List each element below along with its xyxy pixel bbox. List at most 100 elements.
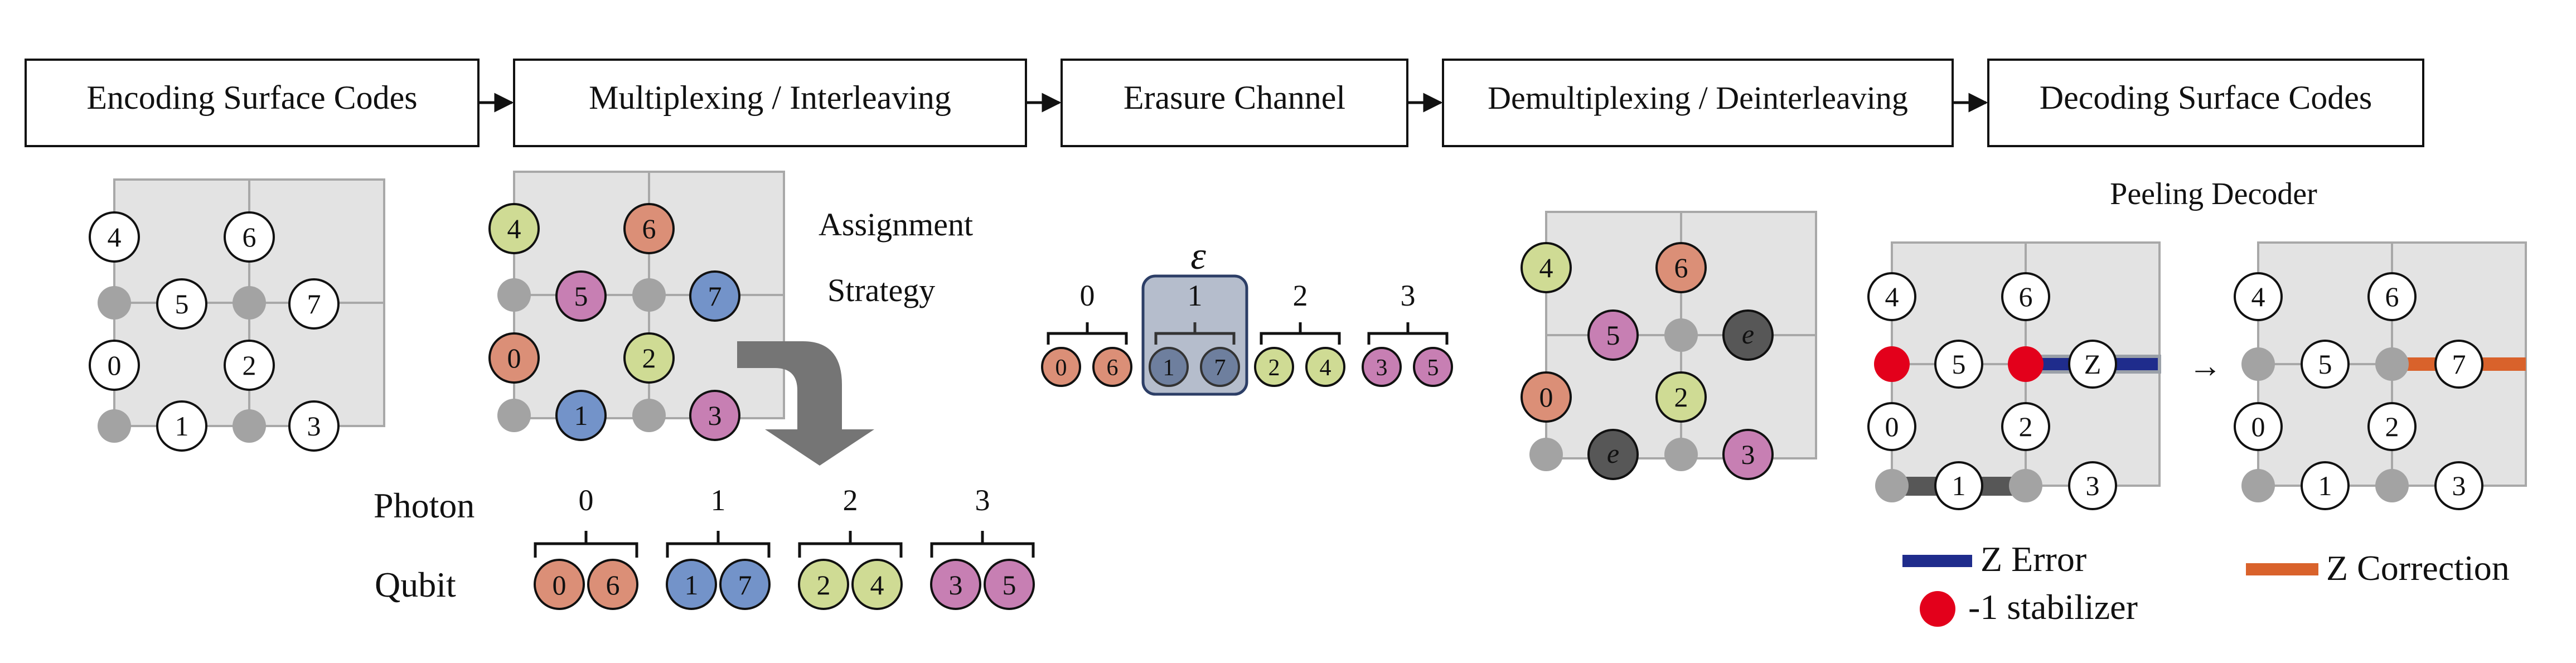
ancilla-node bbox=[98, 409, 131, 443]
qubit-0: 0 bbox=[1867, 402, 1916, 451]
qubit-6 bbox=[587, 559, 638, 610]
ancilla-node bbox=[1529, 438, 1563, 471]
qubit-4: 4 bbox=[488, 203, 540, 254]
svg-text:2: 2 bbox=[642, 342, 656, 374]
photon-index: 2 bbox=[843, 483, 858, 517]
qubit-label: 1 bbox=[1163, 355, 1175, 381]
qubit-5 bbox=[984, 559, 1035, 610]
qubit-6: 6 bbox=[2367, 272, 2417, 321]
ancilla-node bbox=[632, 399, 666, 432]
stage-demultiplexing: Demultiplexing / Deinterleaving bbox=[1442, 59, 1954, 147]
ancilla-node bbox=[1664, 438, 1698, 471]
ancilla-node bbox=[497, 278, 531, 312]
qubit-2 bbox=[1254, 347, 1294, 387]
svg-text:6: 6 bbox=[2385, 281, 2399, 312]
qubit-4: 4 bbox=[89, 211, 140, 263]
group-bracket bbox=[666, 531, 771, 558]
qubit-7: 7 bbox=[689, 270, 740, 322]
ancilla-node bbox=[2241, 347, 2275, 381]
multiplexing-lattice: 4 6 5 7 0 2 1 3 bbox=[488, 171, 785, 441]
z-error-swatch bbox=[1902, 555, 1972, 567]
qubit-label: 3 bbox=[949, 569, 963, 601]
ancilla-node bbox=[98, 286, 131, 320]
ancilla-node bbox=[2375, 469, 2409, 502]
svg-text:5: 5 bbox=[1952, 349, 1966, 380]
qubit-label: 4 bbox=[1320, 355, 1331, 381]
qubit-7-erased bbox=[1200, 347, 1240, 387]
legend-stabilizer: -1 stabilizer bbox=[1968, 587, 2138, 627]
group-bracket bbox=[930, 531, 1035, 558]
qubit-4: 4 bbox=[2234, 272, 2283, 321]
stage-encoding: Encoding Surface Codes bbox=[25, 59, 480, 147]
qubit-3: 3 bbox=[689, 390, 740, 441]
svg-text:7: 7 bbox=[2452, 349, 2466, 380]
qubit-1: 1 bbox=[555, 390, 607, 441]
pipeline-row: Encoding Surface Codes Multiplexing / In… bbox=[25, 59, 2424, 147]
svg-text:3: 3 bbox=[1741, 439, 1755, 470]
qubit-4: 4 bbox=[1867, 272, 1916, 321]
z-correction-swatch bbox=[2246, 563, 2318, 575]
svg-text:7: 7 bbox=[307, 288, 321, 320]
qubit-4 bbox=[1305, 347, 1345, 387]
ancilla-node bbox=[632, 278, 666, 312]
qubit-0 bbox=[1041, 347, 1081, 387]
qubit-1: 1 bbox=[156, 400, 207, 452]
svg-text:5: 5 bbox=[574, 280, 588, 312]
svg-text:0: 0 bbox=[1885, 411, 1899, 442]
qubit-5: 5 bbox=[2301, 340, 2350, 389]
svg-text:4: 4 bbox=[2251, 281, 2265, 312]
qubit-6: 6 bbox=[623, 203, 675, 254]
stabilizer-flag-icon bbox=[1874, 346, 1910, 382]
svg-text:4: 4 bbox=[108, 221, 122, 253]
qubit-label: 6 bbox=[606, 569, 620, 601]
erasure-symbol: ε bbox=[1190, 235, 1206, 278]
qubit-label: 5 bbox=[1427, 355, 1439, 381]
qubit-5 bbox=[1413, 347, 1453, 387]
svg-text:0: 0 bbox=[108, 350, 122, 381]
qubit-label: 5 bbox=[1003, 569, 1016, 601]
qubit-label: 4 bbox=[870, 569, 884, 601]
svg-text:3: 3 bbox=[708, 400, 722, 431]
erased-qubit-7: e bbox=[1722, 309, 1774, 361]
group-bracket bbox=[1367, 322, 1449, 345]
qubit-0: 0 bbox=[2234, 402, 2283, 451]
qubit-1: 1 bbox=[2301, 461, 2350, 510]
qubit-2: 2 bbox=[2367, 402, 2417, 451]
qubit-2: 2 bbox=[1655, 371, 1707, 423]
svg-text:6: 6 bbox=[1674, 252, 1688, 283]
ancilla-node bbox=[233, 286, 266, 320]
group-bracket bbox=[1047, 322, 1128, 345]
svg-text:4: 4 bbox=[1885, 281, 1899, 312]
photon-qubit-assignment: Photon Qubit 0 0 6 1 1 7 2 2 4 3 3 5 bbox=[374, 483, 1035, 610]
stabilizer-flag-icon bbox=[2008, 346, 2044, 382]
qubit-row-label: Qubit bbox=[375, 565, 456, 604]
stage-encoding-label: Encoding Surface Codes bbox=[86, 79, 417, 116]
group-bracket bbox=[1260, 322, 1341, 345]
stage-multiplexing: Multiplexing / Interleaving bbox=[513, 59, 1027, 147]
svg-text:e: e bbox=[1742, 318, 1754, 350]
svg-text:5: 5 bbox=[2318, 349, 2332, 380]
qubit-1 bbox=[666, 559, 717, 610]
stage-erasure-label: Erasure Channel bbox=[1124, 79, 1345, 116]
svg-text:0: 0 bbox=[1539, 381, 1553, 413]
group-bracket bbox=[534, 531, 638, 558]
svg-text:3: 3 bbox=[307, 410, 321, 442]
qubit-1-erased bbox=[1149, 347, 1189, 387]
qubit-label: 3 bbox=[1376, 355, 1388, 381]
svg-text:6: 6 bbox=[2019, 281, 2033, 312]
ancilla-node bbox=[2009, 469, 2042, 502]
qubit-0 bbox=[534, 559, 585, 610]
qubit-7: 7 bbox=[2434, 340, 2483, 389]
svg-text:e: e bbox=[1607, 438, 1619, 469]
stabilizer-swatch-icon bbox=[1920, 591, 1955, 627]
assignment-label-line2: Strategy bbox=[827, 272, 935, 308]
qubit-6: 6 bbox=[1655, 242, 1707, 293]
peeling-decoder-title: Peeling Decoder bbox=[2110, 177, 2317, 211]
qubit-label: 2 bbox=[817, 569, 831, 601]
group-bracket bbox=[798, 531, 903, 558]
qubit-0: 0 bbox=[89, 340, 140, 391]
svg-text:Z: Z bbox=[2084, 349, 2102, 380]
svg-text:3: 3 bbox=[2086, 470, 2100, 501]
svg-text:4: 4 bbox=[1539, 252, 1553, 283]
photon-row-label: Photon bbox=[374, 486, 474, 525]
